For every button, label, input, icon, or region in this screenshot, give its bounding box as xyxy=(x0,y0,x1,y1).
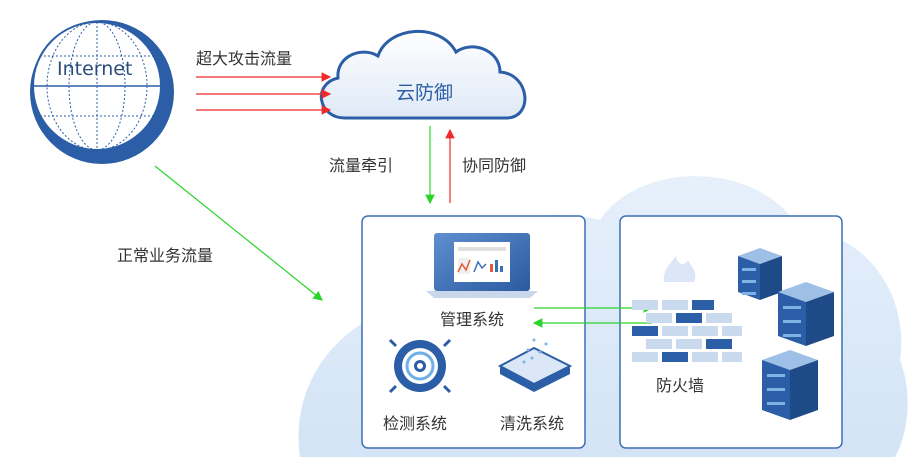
server-stack-icon xyxy=(738,248,834,420)
detection-icon xyxy=(388,338,452,394)
traffic-diversion-label: 流量牵引 xyxy=(329,156,394,175)
firewall-label: 防火墙 xyxy=(656,376,705,395)
laptop-icon xyxy=(426,233,538,298)
firewall-icon xyxy=(632,256,742,362)
normal-traffic-label: 正常业务流量 xyxy=(117,246,214,265)
management-label: 管理系统 xyxy=(440,310,505,329)
cloud-defense-label: 云防御 xyxy=(396,82,454,104)
attack-traffic-label: 超大攻击流量 xyxy=(196,49,293,68)
cleaning-label: 清洗系统 xyxy=(500,414,565,433)
cloud-icon xyxy=(319,29,527,120)
internet-label: Internet xyxy=(57,58,133,80)
coordinated-defense-label: 协同防御 xyxy=(462,156,527,175)
normal-traffic-arrow xyxy=(154,165,323,301)
globe-icon xyxy=(30,20,174,164)
cleaning-icon xyxy=(497,338,573,392)
detection-label: 检测系统 xyxy=(383,414,448,433)
attack-traffic-arrows xyxy=(196,72,332,115)
